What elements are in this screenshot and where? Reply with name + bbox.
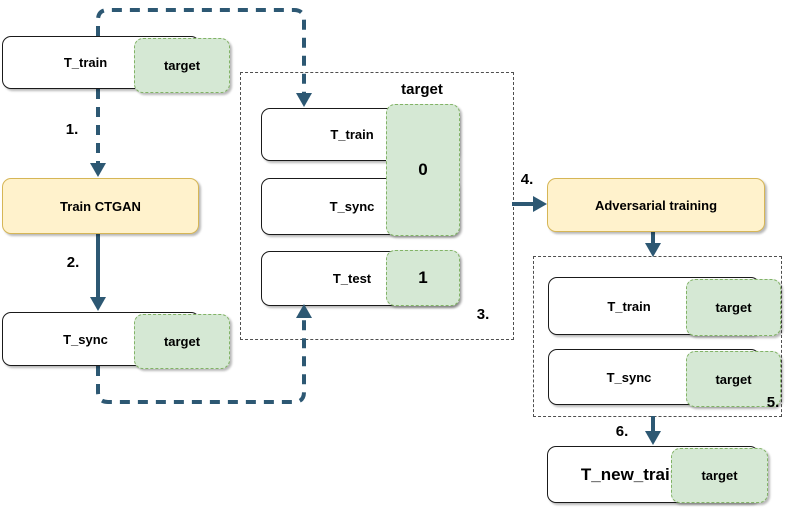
arrowhead-icon bbox=[296, 304, 312, 318]
target-chip[interactable]: target bbox=[686, 279, 781, 336]
arrowhead-icon bbox=[90, 163, 106, 177]
node-t-new-train[interactable]: T_new_train target bbox=[547, 446, 768, 503]
node-box5-t-train-label: T_train bbox=[607, 298, 651, 314]
node-t-train[interactable]: T_train target bbox=[2, 36, 230, 93]
arrowhead-icon bbox=[296, 93, 312, 107]
node-box3-t-test-label: T_test bbox=[332, 271, 372, 286]
node-box5-t-train[interactable]: T_train target bbox=[548, 277, 781, 336]
arrowhead-icon bbox=[645, 431, 661, 445]
step-label-6: 6. bbox=[615, 423, 629, 440]
step-label-4: 4. bbox=[520, 171, 534, 188]
arrowhead-icon bbox=[533, 196, 547, 212]
step-label-5: 5. bbox=[766, 394, 780, 411]
step-label-1: 1. bbox=[65, 121, 79, 138]
node-t-train-label: T_train bbox=[63, 55, 108, 70]
node-adversarial-training[interactable]: Adversarial training bbox=[547, 178, 765, 232]
target-chip[interactable]: target bbox=[134, 38, 230, 93]
group-box3-header: target bbox=[401, 81, 443, 98]
target-value-chip-train-sync[interactable]: 0 bbox=[386, 104, 460, 236]
edge-loop-bottom bbox=[96, 318, 306, 404]
node-box3-t-train-label: T_train bbox=[330, 127, 374, 142]
arrowhead-icon bbox=[645, 243, 661, 257]
group-box-labeled-sets[interactable]: target T_train T_sync T_test 0 1 bbox=[240, 72, 514, 340]
target-value-chip-test[interactable]: 1 bbox=[386, 250, 460, 306]
node-box5-t-sync[interactable]: T_sync target bbox=[548, 349, 781, 407]
target-chip[interactable]: target bbox=[134, 314, 230, 369]
node-box5-t-sync-label: T_sync bbox=[606, 369, 652, 385]
node-train-ctgan[interactable]: Train CTGAN bbox=[2, 178, 199, 234]
target-chip[interactable]: target bbox=[686, 351, 781, 407]
node-t-sync[interactable]: T_sync target bbox=[2, 312, 230, 369]
node-t-sync-label: T_sync bbox=[63, 331, 108, 347]
edge-loop-top bbox=[96, 8, 306, 93]
group-box-filtered-sets[interactable]: T_train target T_sync target bbox=[533, 256, 782, 417]
node-box3-t-sync-label: T_sync bbox=[329, 199, 375, 214]
step-label-3: 3. bbox=[476, 306, 490, 323]
node-t-new-train-label: T_new_train bbox=[580, 464, 681, 484]
arrowhead-icon bbox=[90, 297, 106, 311]
target-chip[interactable]: target bbox=[671, 448, 768, 503]
step-label-2: 2. bbox=[66, 254, 80, 271]
